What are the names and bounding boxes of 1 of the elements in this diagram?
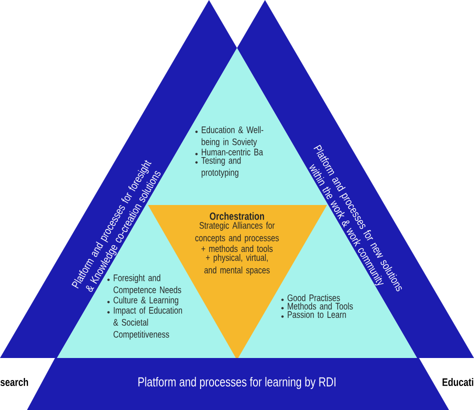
side-label: search [0,378,28,386]
